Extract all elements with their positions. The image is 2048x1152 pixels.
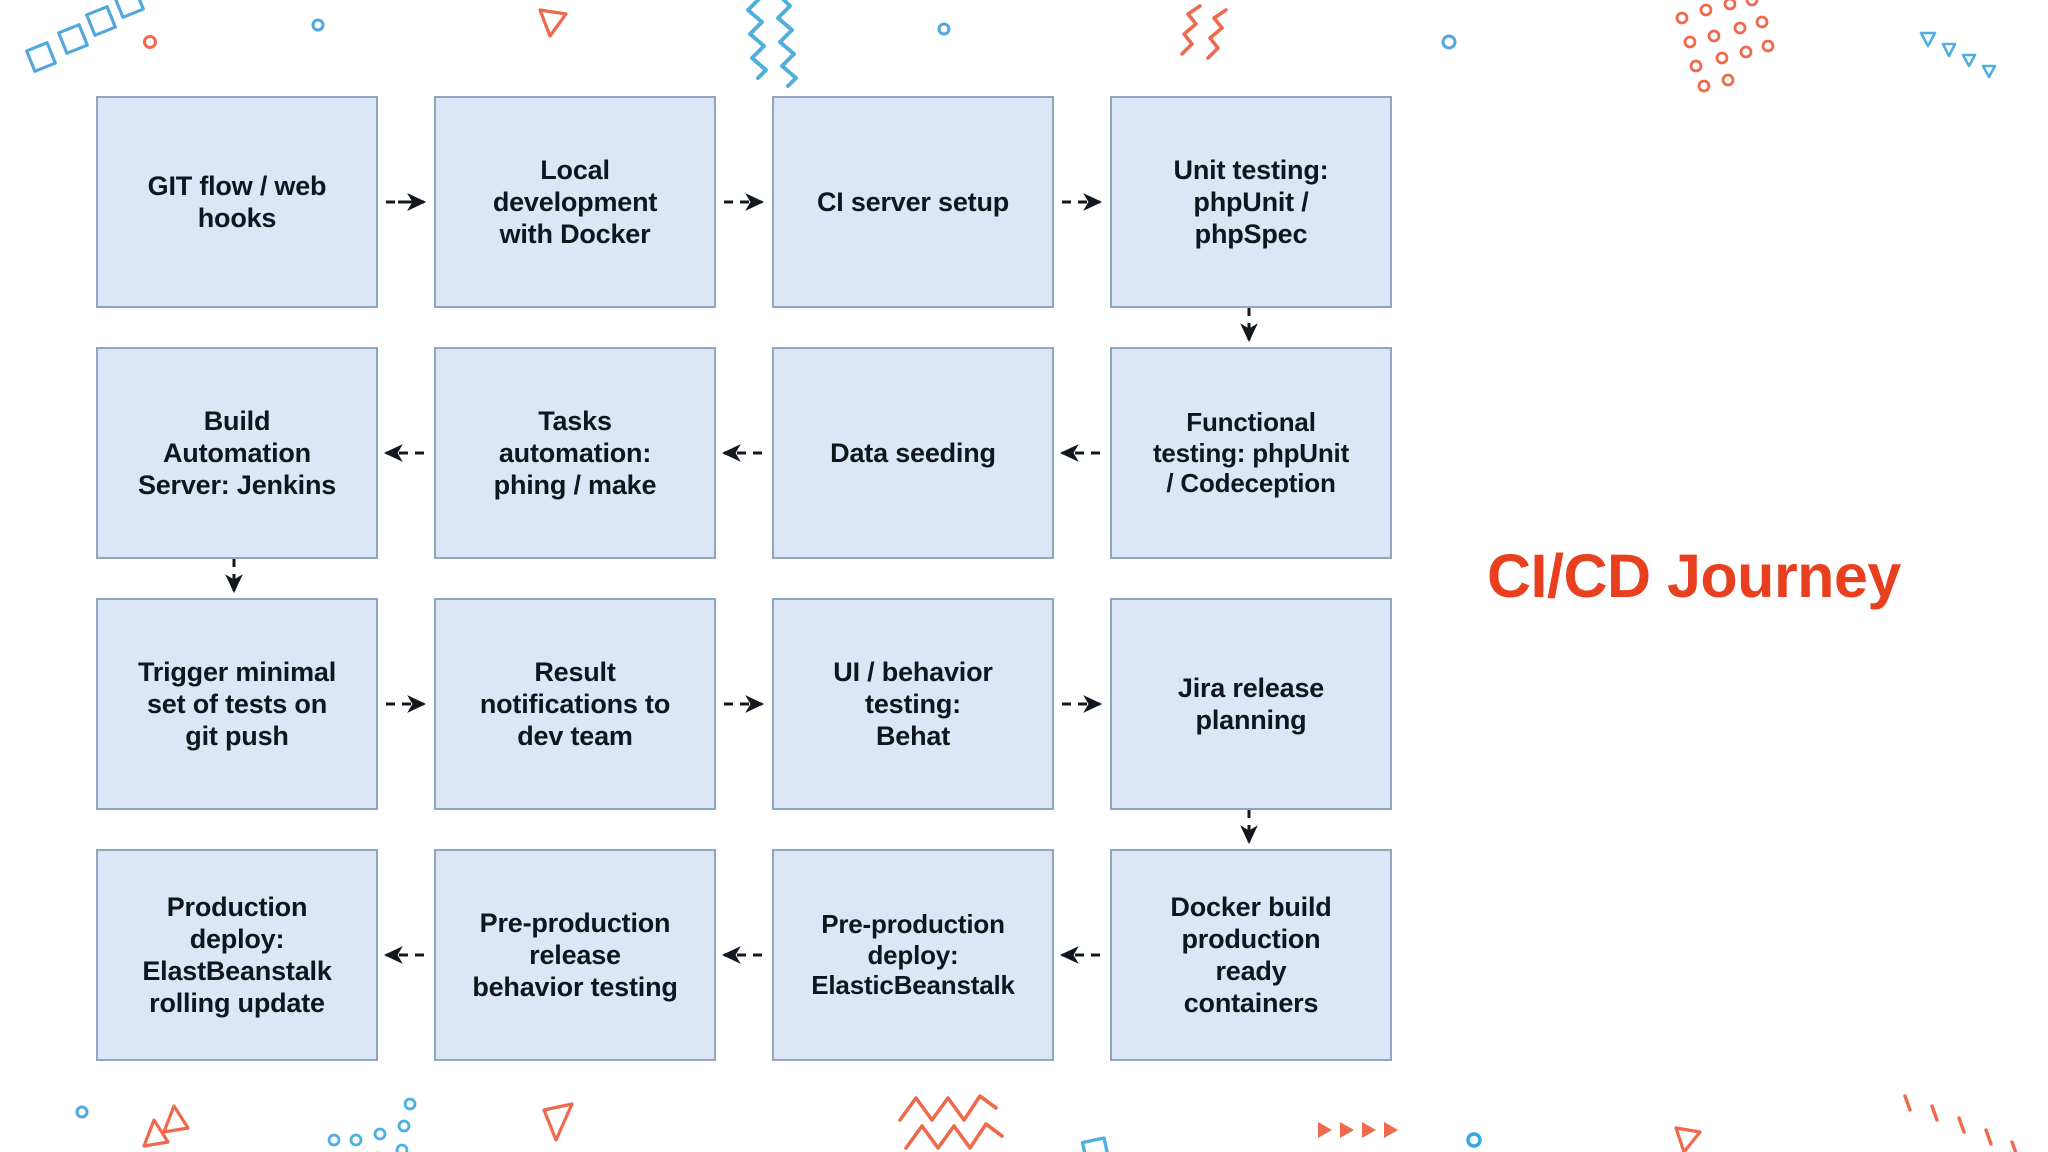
flow-node-unit-testing[interactable]: Unit testing:phpUnit /phpSpec: [1110, 96, 1392, 308]
page-title: CI/CD Journey: [1487, 542, 1901, 610]
flow-node-ci-server-setup[interactable]: CI server setup: [772, 96, 1054, 308]
flow-node-data-seeding[interactable]: Data seeding: [772, 347, 1054, 559]
